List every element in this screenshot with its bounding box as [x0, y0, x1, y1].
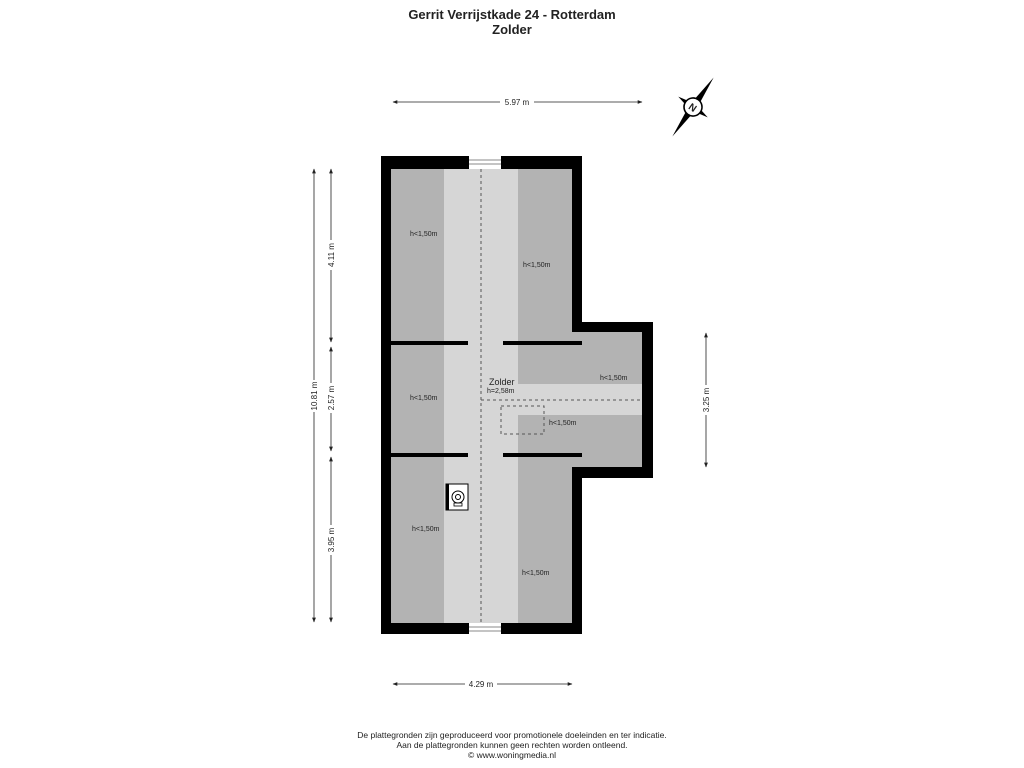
dimension-top-width-label: 5.97 m	[505, 98, 530, 107]
compass-icon	[672, 77, 714, 137]
copyright-link[interactable]: © www.woningmedia.nl	[468, 750, 556, 760]
dimension-segment-top-label: 4.11 m	[327, 243, 336, 267]
disclaimer-line-1: De plattegronden zijn geproduceerd voor …	[357, 730, 667, 740]
low-height-top-left: h<1,50m	[410, 231, 438, 238]
dimension-segment-bottom-label: 3.95 m	[327, 527, 336, 552]
window-bottom	[469, 623, 501, 634]
boiler-icon	[445, 483, 469, 511]
dimension-segment-middle-label: 2.57 m	[327, 385, 336, 410]
plan-title: Gerrit Verrijstkade 24 - Rotterdam	[408, 7, 616, 22]
dimension-extension-length-label: 3.25 m	[702, 387, 711, 412]
low-height-ext-top: h<1,50m	[600, 375, 628, 382]
dimension-segment-bottom: 3.95 m	[325, 456, 337, 623]
low-height-bottom-left: h<1,50m	[412, 526, 440, 533]
window-top	[469, 156, 501, 169]
low-height-top-right: h<1,50m	[523, 262, 551, 269]
floor-name: Zolder	[492, 22, 532, 37]
partition-walls	[391, 169, 582, 478]
dimension-segment-middle: 2.57 m	[325, 346, 337, 452]
dimension-segment-top: 4.11 m	[325, 168, 337, 343]
room-height-main: h=2,58m	[487, 388, 515, 395]
low-height-mid-left: h<1,50m	[410, 395, 438, 402]
dimension-top-width: 5.97 m	[392, 96, 643, 108]
roof-hatch	[500, 405, 545, 435]
dimension-bottom-width: 4.29 m	[392, 678, 573, 690]
dimension-total-length: 10.81 m	[308, 168, 320, 623]
dimension-bottom-width-label: 4.29 m	[469, 680, 494, 689]
dimension-extension-length: 3.25 m	[700, 332, 712, 468]
low-height-bottom-right: h<1,50m	[522, 570, 550, 577]
dimension-total-length-label: 10.81 m	[310, 381, 319, 410]
disclaimer-line-2: Aan de plattegronden kunnen geen rechten…	[396, 740, 628, 750]
room-label-main: Zolder	[489, 377, 515, 387]
low-height-ext-bottom: h<1,50m	[549, 420, 577, 427]
